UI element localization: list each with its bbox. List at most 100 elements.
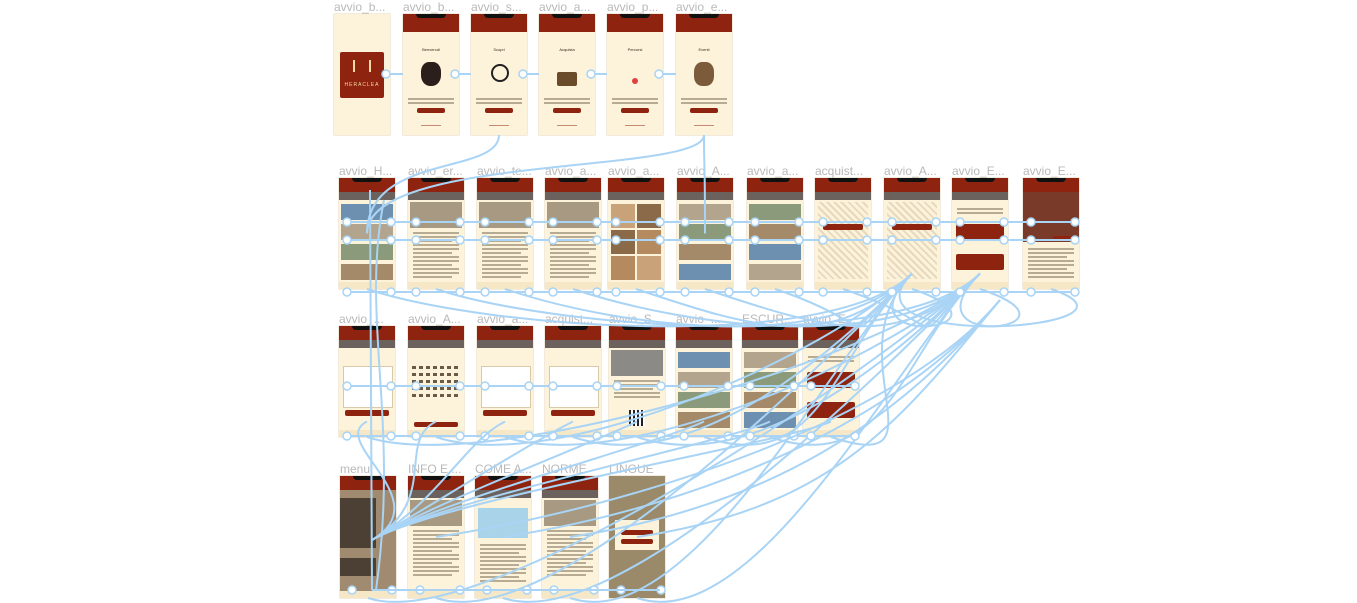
action-button[interactable] [823, 224, 863, 230]
frame-r2c4[interactable] [545, 178, 601, 289]
continue-button[interactable] [621, 108, 649, 113]
bottom-tab-bar[interactable] [815, 282, 871, 289]
confirm-button[interactable] [414, 422, 458, 427]
list-thumbnail[interactable] [744, 372, 796, 388]
bottom-tab-bar[interactable] [747, 282, 803, 289]
list-thumbnail[interactable] [679, 264, 731, 280]
calendar-day[interactable] [412, 394, 416, 397]
event-card[interactable] [807, 402, 855, 418]
list-thumbnail[interactable] [749, 264, 801, 280]
calendar-day[interactable] [433, 394, 437, 397]
calendar-day[interactable] [419, 373, 423, 376]
calendar-day[interactable] [433, 380, 437, 383]
calendar-day[interactable] [433, 373, 437, 376]
frame-r3c8[interactable] [803, 326, 859, 437]
event-card[interactable] [956, 254, 1004, 270]
frame-r2c1[interactable] [339, 178, 395, 289]
list-thumbnail[interactable] [341, 204, 393, 220]
language-dialog[interactable] [615, 520, 659, 550]
submit-button[interactable] [345, 410, 389, 416]
bottom-tab-bar[interactable] [340, 591, 396, 598]
frame-r3c1[interactable] [339, 326, 395, 437]
list-thumbnail[interactable] [678, 372, 730, 388]
calendar-day[interactable] [447, 366, 451, 369]
continue-button[interactable] [417, 108, 445, 113]
gallery-thumb[interactable] [637, 204, 661, 228]
frame-r1c3[interactable]: Scopri [471, 14, 527, 135]
calendar-day[interactable] [447, 387, 451, 390]
calendar-day[interactable] [412, 366, 416, 369]
side-menu-bottom[interactable] [340, 558, 377, 576]
frame-r1c1[interactable]: HERACLEA [334, 14, 390, 135]
frame-r2c10[interactable] [952, 178, 1008, 289]
gallery-thumb[interactable] [637, 230, 661, 254]
event-card[interactable] [956, 224, 1004, 240]
calendar-day[interactable] [454, 366, 458, 369]
frame-r3c6[interactable] [676, 326, 732, 437]
calendar-day[interactable] [433, 387, 437, 390]
frame-r1c4[interactable]: Acquista [539, 14, 595, 135]
bottom-tab-bar[interactable] [609, 430, 665, 437]
calendar-day[interactable] [447, 380, 451, 383]
calendar-day[interactable] [440, 387, 444, 390]
bottom-tab-bar[interactable] [477, 430, 533, 437]
continue-button[interactable] [485, 108, 513, 113]
bottom-tab-bar[interactable] [408, 591, 464, 598]
list-thumbnail[interactable] [679, 244, 731, 260]
bottom-tab-bar[interactable] [339, 430, 395, 437]
list-thumbnail[interactable] [678, 412, 730, 428]
list-thumbnail[interactable] [749, 224, 801, 240]
list-thumbnail[interactable] [744, 412, 796, 428]
continue-button[interactable] [553, 108, 581, 113]
bottom-tab-bar[interactable] [545, 430, 601, 437]
calendar-day[interactable] [440, 380, 444, 383]
list-thumbnail[interactable] [341, 264, 393, 280]
list-thumbnail[interactable] [341, 224, 393, 240]
bottom-tab-bar[interactable] [545, 282, 601, 289]
bottom-tab-bar[interactable] [676, 430, 732, 437]
bottom-tab-bar[interactable] [475, 591, 531, 598]
calendar-day[interactable] [412, 387, 416, 390]
list-thumbnail[interactable] [679, 224, 731, 240]
calendar-day[interactable] [454, 387, 458, 390]
frame-r4c2[interactable] [408, 476, 464, 598]
bottom-tab-bar[interactable] [803, 430, 859, 437]
bottom-tab-bar[interactable] [608, 282, 664, 289]
frame-r1c5[interactable]: Percorsi [607, 14, 663, 135]
frame-r2c9[interactable] [884, 178, 940, 289]
calendar-day[interactable] [426, 387, 430, 390]
frame-r2c6[interactable] [677, 178, 733, 289]
gallery-thumb[interactable] [611, 230, 635, 254]
list-thumbnail[interactable] [749, 244, 801, 260]
frame-r2c3[interactable] [477, 178, 533, 289]
calendar-day[interactable] [426, 380, 430, 383]
list-thumbnail[interactable] [341, 244, 393, 260]
frame-r4c5[interactable] [609, 476, 665, 598]
list-thumbnail[interactable] [679, 204, 731, 220]
frame-r3c5[interactable] [609, 326, 665, 437]
submit-button[interactable] [551, 410, 595, 416]
bottom-tab-bar[interactable] [339, 282, 395, 289]
gallery-thumb[interactable] [611, 204, 635, 228]
calendar-day[interactable] [419, 366, 423, 369]
calendar-day[interactable] [426, 373, 430, 376]
gallery-thumb[interactable] [637, 256, 661, 280]
language-option[interactable] [621, 530, 653, 535]
calendar-day[interactable] [454, 373, 458, 376]
list-thumbnail[interactable] [678, 392, 730, 408]
gallery-thumb[interactable] [611, 256, 635, 280]
bottom-tab-bar[interactable] [742, 430, 798, 437]
frame-r2c8[interactable] [815, 178, 871, 289]
calendar-day[interactable] [440, 394, 444, 397]
frame-r3c2[interactable] [408, 326, 464, 437]
frame-r3c3[interactable] [477, 326, 533, 437]
bottom-tab-bar[interactable] [1023, 282, 1079, 289]
bottom-tab-bar[interactable] [952, 282, 1008, 289]
calendar-day[interactable] [440, 366, 444, 369]
calendar-day[interactable] [447, 394, 451, 397]
side-menu[interactable] [340, 498, 377, 548]
list-thumbnail[interactable] [749, 204, 801, 220]
calendar-day[interactable] [426, 394, 430, 397]
list-thumbnail[interactable] [744, 392, 796, 408]
